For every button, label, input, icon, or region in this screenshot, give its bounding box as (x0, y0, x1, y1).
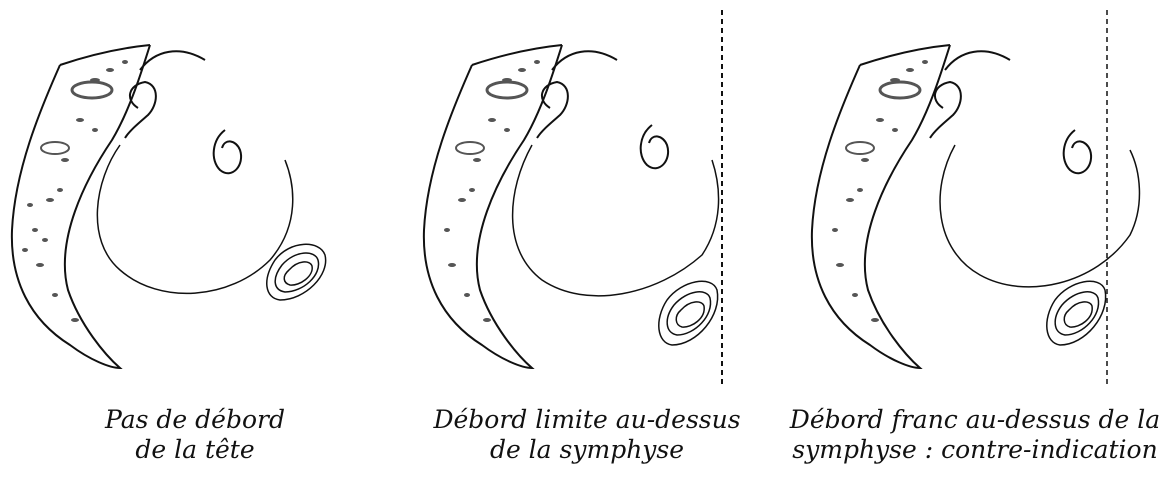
pubic-symphysis (1047, 281, 1106, 345)
vertebra-ring (41, 142, 69, 154)
fetal-head (513, 145, 719, 296)
ear-outline (214, 130, 241, 173)
caption-line-2: de la symphyse (392, 435, 782, 465)
caption-line-1: Débord limite au-dessus (392, 405, 782, 435)
panel-frank-overflow: Débord franc au-dessus de la symphyse : … (780, 0, 1170, 477)
caption-line-2: de la tête (0, 435, 390, 465)
caption: Pas de débord de la tête (0, 405, 390, 465)
ear-outline (641, 125, 668, 168)
pelvis-head-diagram (0, 0, 390, 400)
panel-no-overflow: Pas de débord de la tête (0, 0, 390, 477)
pelvis-head-diagram (392, 0, 782, 400)
caption: Débord franc au-dessus de la symphyse : … (780, 405, 1170, 465)
pubic-symphysis (659, 281, 718, 345)
pelvis-head-diagram (780, 0, 1170, 400)
caption: Débord limite au-dessus de la symphyse (392, 405, 782, 465)
fetal-head (97, 145, 292, 293)
fetal-head (940, 145, 1139, 287)
vertebra-ring (72, 82, 112, 98)
caption-line-1: Pas de débord (0, 405, 390, 435)
promontory-outline (930, 51, 1010, 138)
panel-limit-overflow: Débord limite au-dessus de la symphyse (392, 0, 782, 477)
vertebra-ring (487, 82, 527, 98)
caption-line-1: Débord franc au-dessus de la (780, 405, 1170, 435)
ear-outline (1064, 130, 1091, 173)
caption-line-2: symphyse : contre-indication (780, 435, 1170, 465)
promontory-outline (537, 51, 617, 138)
vertebra-ring (846, 142, 874, 154)
vertebra-ring (456, 142, 484, 154)
promontory-outline (125, 51, 205, 138)
vertebra-ring (880, 82, 920, 98)
spine-texture (22, 60, 128, 322)
